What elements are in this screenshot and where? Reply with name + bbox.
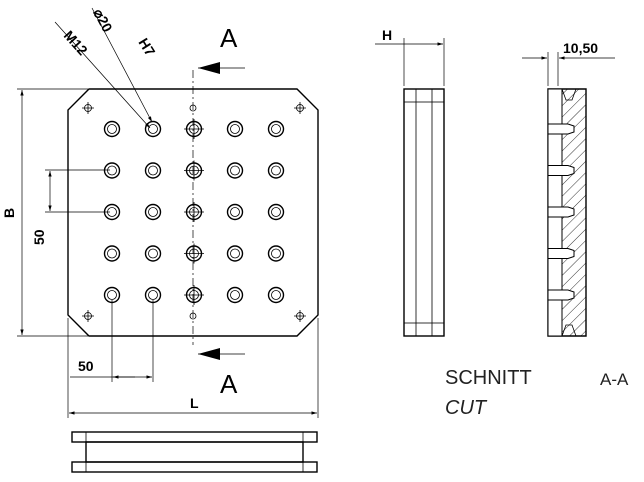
dim-pitch-horizontal-label: 50 [78,358,94,374]
grid-hole [184,202,204,222]
grid-hole [226,162,244,179]
section-holes [547,123,575,301]
grid-hole [184,243,204,264]
thread-label: M12 [61,27,91,58]
section-arrow-bottom [198,348,245,360]
grid-hole [103,162,121,179]
grid-hole [184,160,204,181]
dim-pitch-vertical-label: 50 [31,229,47,245]
callout-leaders [54,7,153,129]
hole-grid [103,119,285,305]
caption-title: SCHNITT [445,367,532,389]
grid-hole [144,203,162,221]
section-hole [547,248,575,259]
dim-pitch-horizontal [70,300,154,382]
grid-hole [184,285,204,305]
plate-outline [67,88,319,337]
bottom-view [71,431,318,473]
side-view [403,88,445,337]
grid-hole [226,120,244,138]
grid-hole [267,120,285,138]
section-arrow-top [198,62,245,74]
corner-holes [82,102,306,322]
front-view [67,70,319,345]
section-mark-bottom: A [220,369,238,399]
caption-section: A-A [600,370,629,389]
grid-hole [144,162,162,179]
grid-hole [267,203,285,221]
dim-offset-label: 10,50 [563,40,598,56]
grid-hole [184,119,204,139]
section-hole [547,123,575,135]
grid-hole [267,245,285,262]
grid-hole [144,120,162,138]
grid-hole [226,286,244,304]
grid-hole [226,203,244,221]
grid-hole [103,120,121,138]
grid-hole [226,245,244,262]
caption-subtitle: CUT [445,397,488,419]
section-hole [547,206,575,218]
dim-height-label: B [1,208,17,218]
grid-hole [267,286,285,304]
section-mark-top: A [220,23,238,53]
dim-height [17,88,88,337]
bore-label: ⌀20 [90,6,115,35]
dim-pitch-vertical [45,169,110,213]
grid-hole [103,245,121,262]
fit-label: H7 [135,35,158,59]
dim-thickness-label: H [382,27,392,43]
section-view [547,88,587,337]
section-hole [547,289,575,301]
dim-length-label: L [190,395,199,411]
section-hole [547,165,575,176]
dim-thickness [375,38,445,86]
grid-hole [144,245,162,262]
grid-hole [267,162,285,179]
dim-offset [522,52,615,86]
dim-length [67,318,319,418]
